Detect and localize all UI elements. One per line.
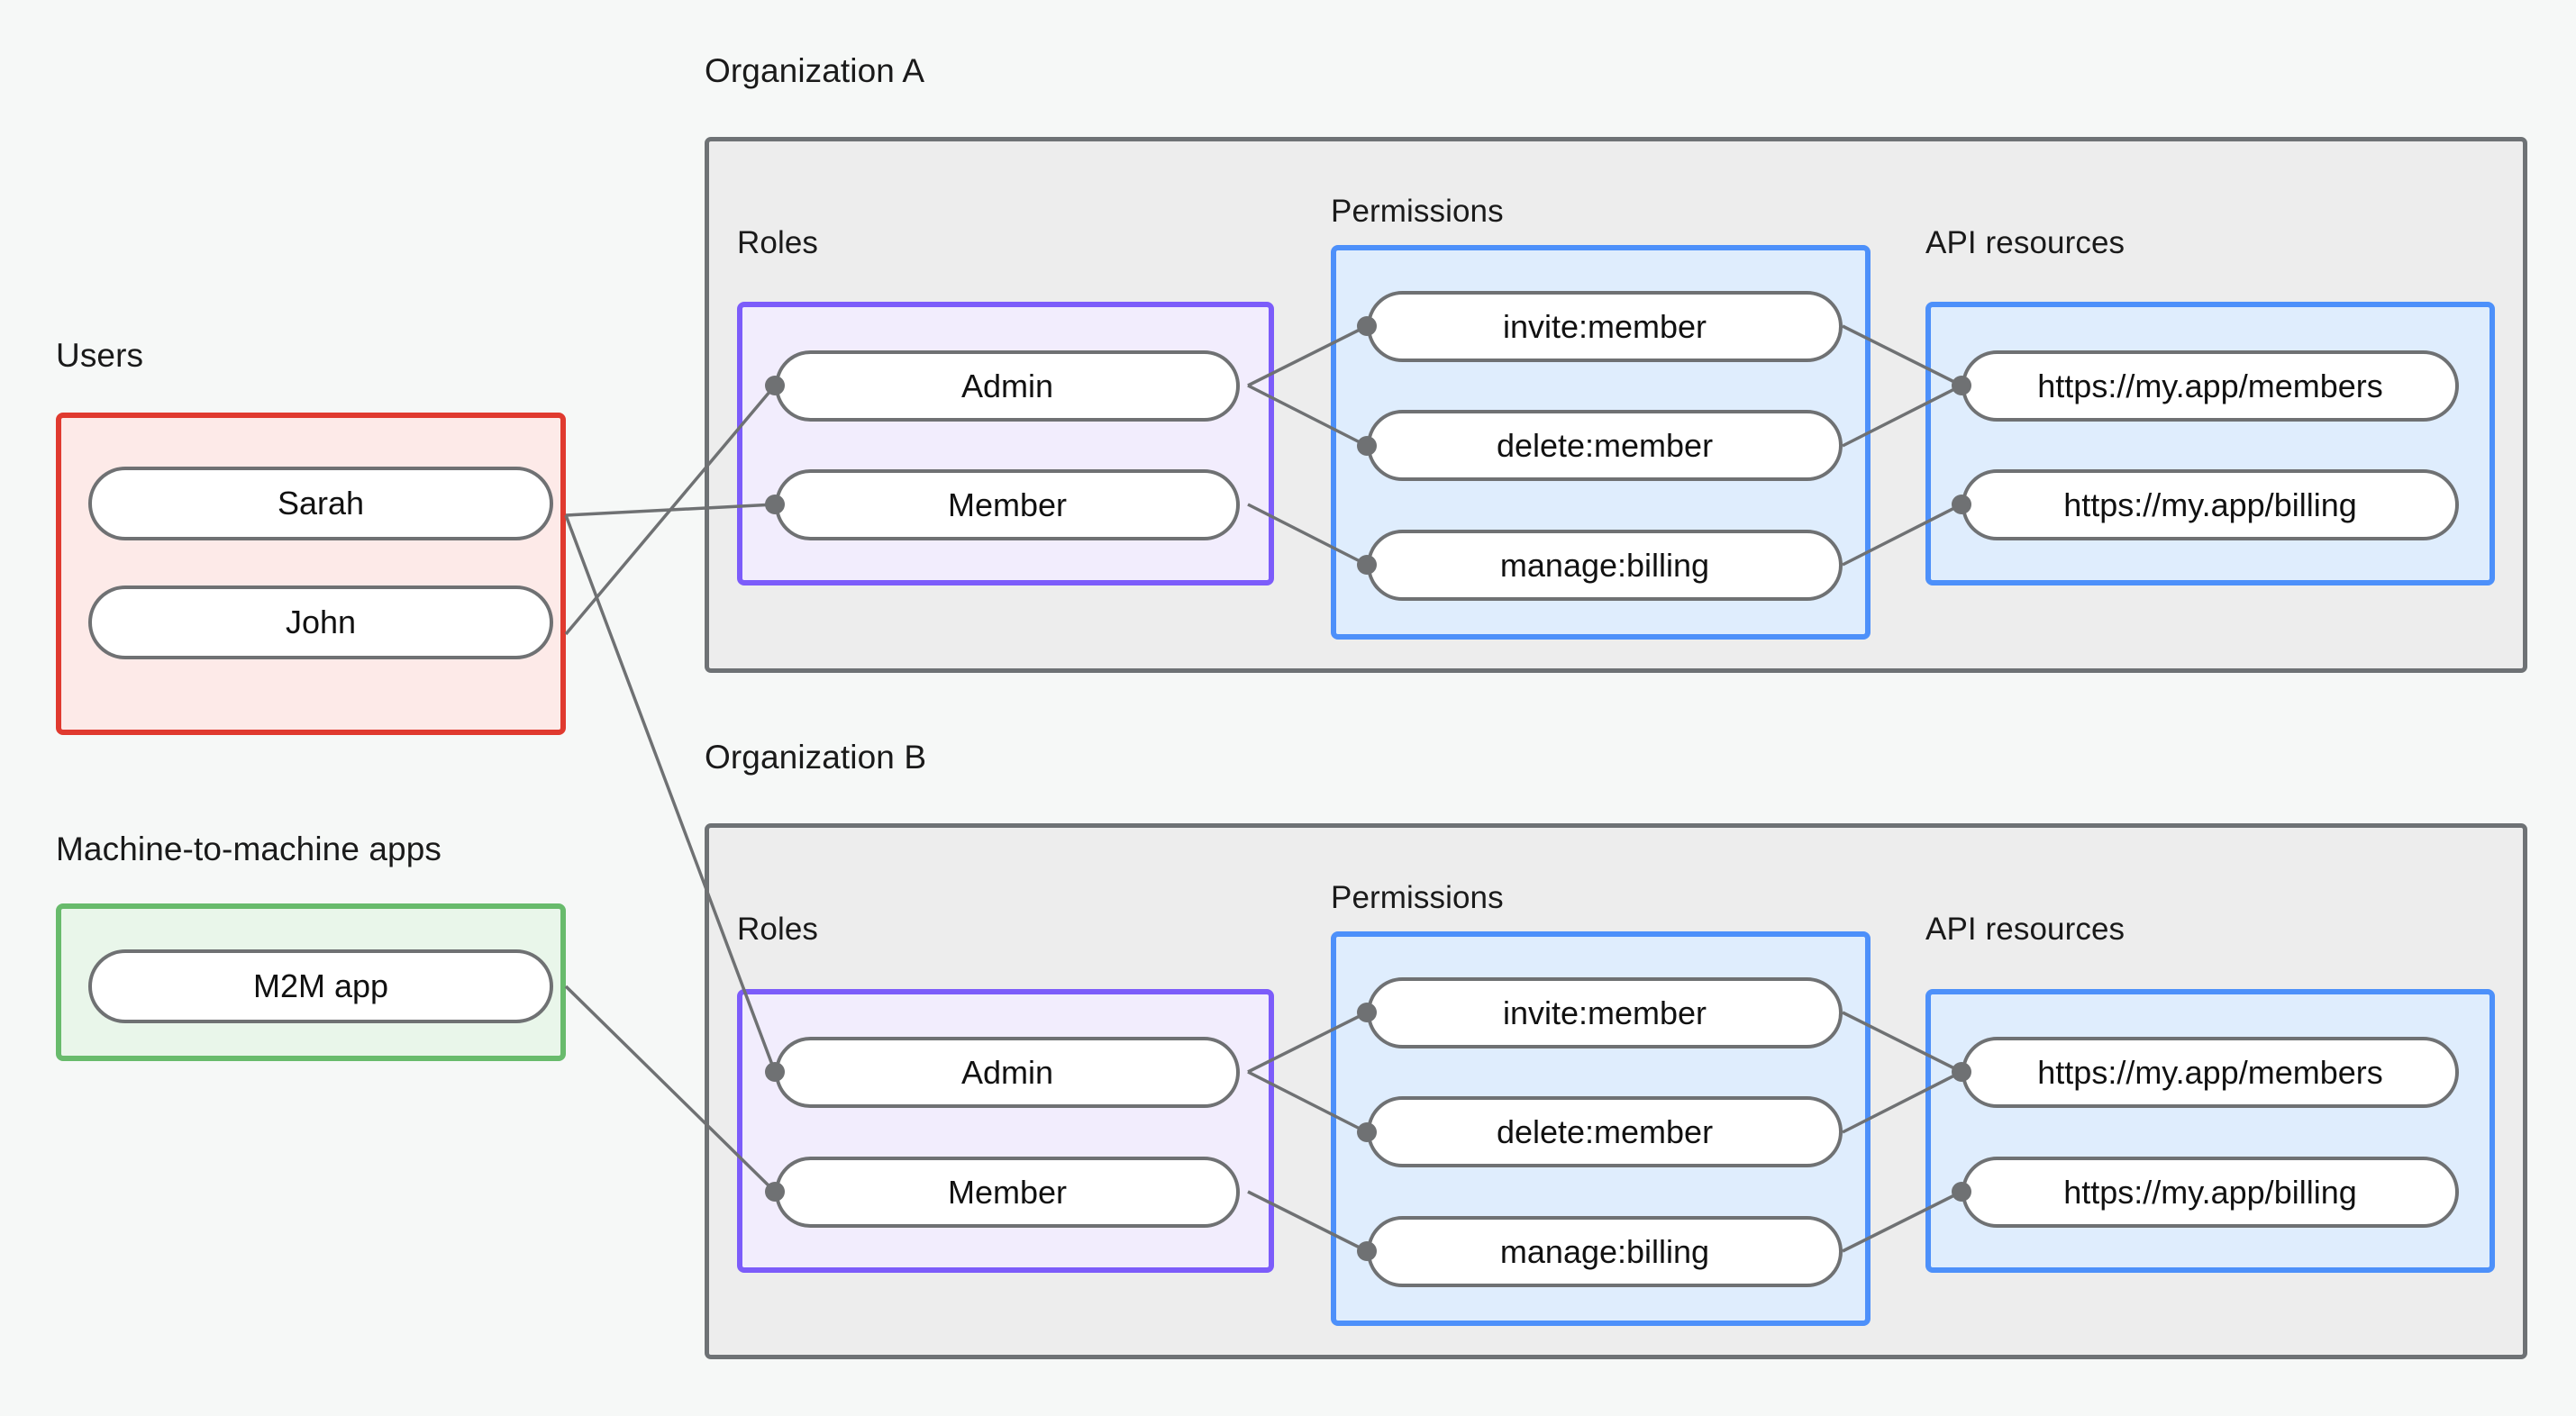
orgA-api-resources-label: API resources [1925, 225, 2125, 260]
orgB-role-admin[interactable]: Admin [775, 1037, 1240, 1108]
orgB-api-resources-container [1925, 989, 2495, 1273]
orgB-api-resource-billing[interactable]: https://my.app/billing [1962, 1157, 2459, 1228]
orgB-api-resources-label: API resources [1925, 912, 2125, 947]
orgA-permission-manage-billing[interactable]: manage:billing [1367, 530, 1843, 601]
orgA-permissions-label: Permissions [1331, 194, 1504, 229]
orgA-api-resources-container [1925, 302, 2495, 585]
m2m-group-label: Machine-to-machine apps [56, 831, 442, 867]
m2m-node-app[interactable]: M2M app [88, 949, 553, 1023]
users-group-label: Users [56, 337, 144, 374]
orgA-api-resource-members[interactable]: https://my.app/members [1962, 350, 2459, 422]
orgB-permission-invite-member[interactable]: invite:member [1367, 977, 1843, 1048]
orgA-role-admin[interactable]: Admin [775, 350, 1240, 422]
orgB-roles-label: Roles [737, 912, 818, 947]
user-node-john[interactable]: John [88, 585, 553, 659]
orgA-permission-delete-member[interactable]: delete:member [1367, 410, 1843, 481]
orgB-roles-container [737, 989, 1274, 1273]
orgB-permission-manage-billing[interactable]: manage:billing [1367, 1216, 1843, 1287]
orgA-permission-invite-member[interactable]: invite:member [1367, 291, 1843, 362]
users-container [56, 413, 566, 735]
orgA-role-member[interactable]: Member [775, 469, 1240, 540]
orgB-api-resource-members[interactable]: https://my.app/members [1962, 1037, 2459, 1108]
user-node-sarah[interactable]: Sarah [88, 467, 553, 540]
orgB-role-member[interactable]: Member [775, 1157, 1240, 1228]
orgA-roles-label: Roles [737, 225, 818, 260]
organization-a-label: Organization A [705, 52, 925, 89]
orgB-permission-delete-member[interactable]: delete:member [1367, 1096, 1843, 1167]
orgA-api-resource-billing[interactable]: https://my.app/billing [1962, 469, 2459, 540]
orgA-roles-container [737, 302, 1274, 585]
orgB-permissions-label: Permissions [1331, 880, 1504, 915]
organization-b-label: Organization B [705, 739, 927, 776]
